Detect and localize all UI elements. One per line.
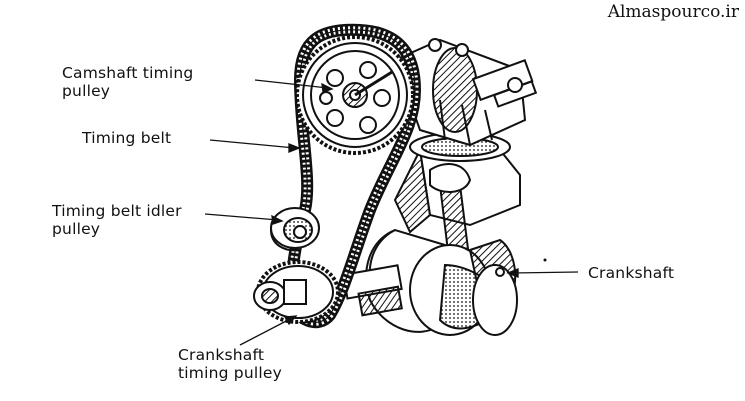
label-crankshaft-pulley-line2: timing pulley — [178, 364, 282, 382]
label-crankshaft: Crankshaft — [588, 264, 675, 282]
valve-train — [393, 38, 538, 147]
label-camshaft-pulley-line2: pulley — [62, 82, 111, 100]
label-camshaft-pulley-line1: Camshaft timing — [62, 64, 194, 82]
label-timing-belt: Timing belt — [82, 129, 172, 147]
watermark: Almaspourco.ir — [607, 2, 739, 22]
leader-lines — [204, 79, 579, 346]
label-idler-pulley-line1: Timing belt idler — [52, 202, 182, 220]
label-idler-pulley: Timing belt idler pulley — [52, 202, 182, 238]
label-camshaft-pulley: Camshaft timing pulley — [62, 64, 193, 100]
crankshaft-timing-pulley — [253, 260, 340, 324]
label-crankshaft-pulley-line1: Crankshaft — [178, 346, 265, 364]
label-idler-pulley-line2: pulley — [52, 220, 101, 238]
label-crankshaft-pulley: Crankshaft timing pulley — [178, 346, 282, 382]
stray-dot — [543, 258, 547, 262]
camshaft-timing-pulley — [295, 35, 415, 155]
idler-pulley — [269, 207, 320, 252]
crankshaft-body — [342, 228, 518, 336]
